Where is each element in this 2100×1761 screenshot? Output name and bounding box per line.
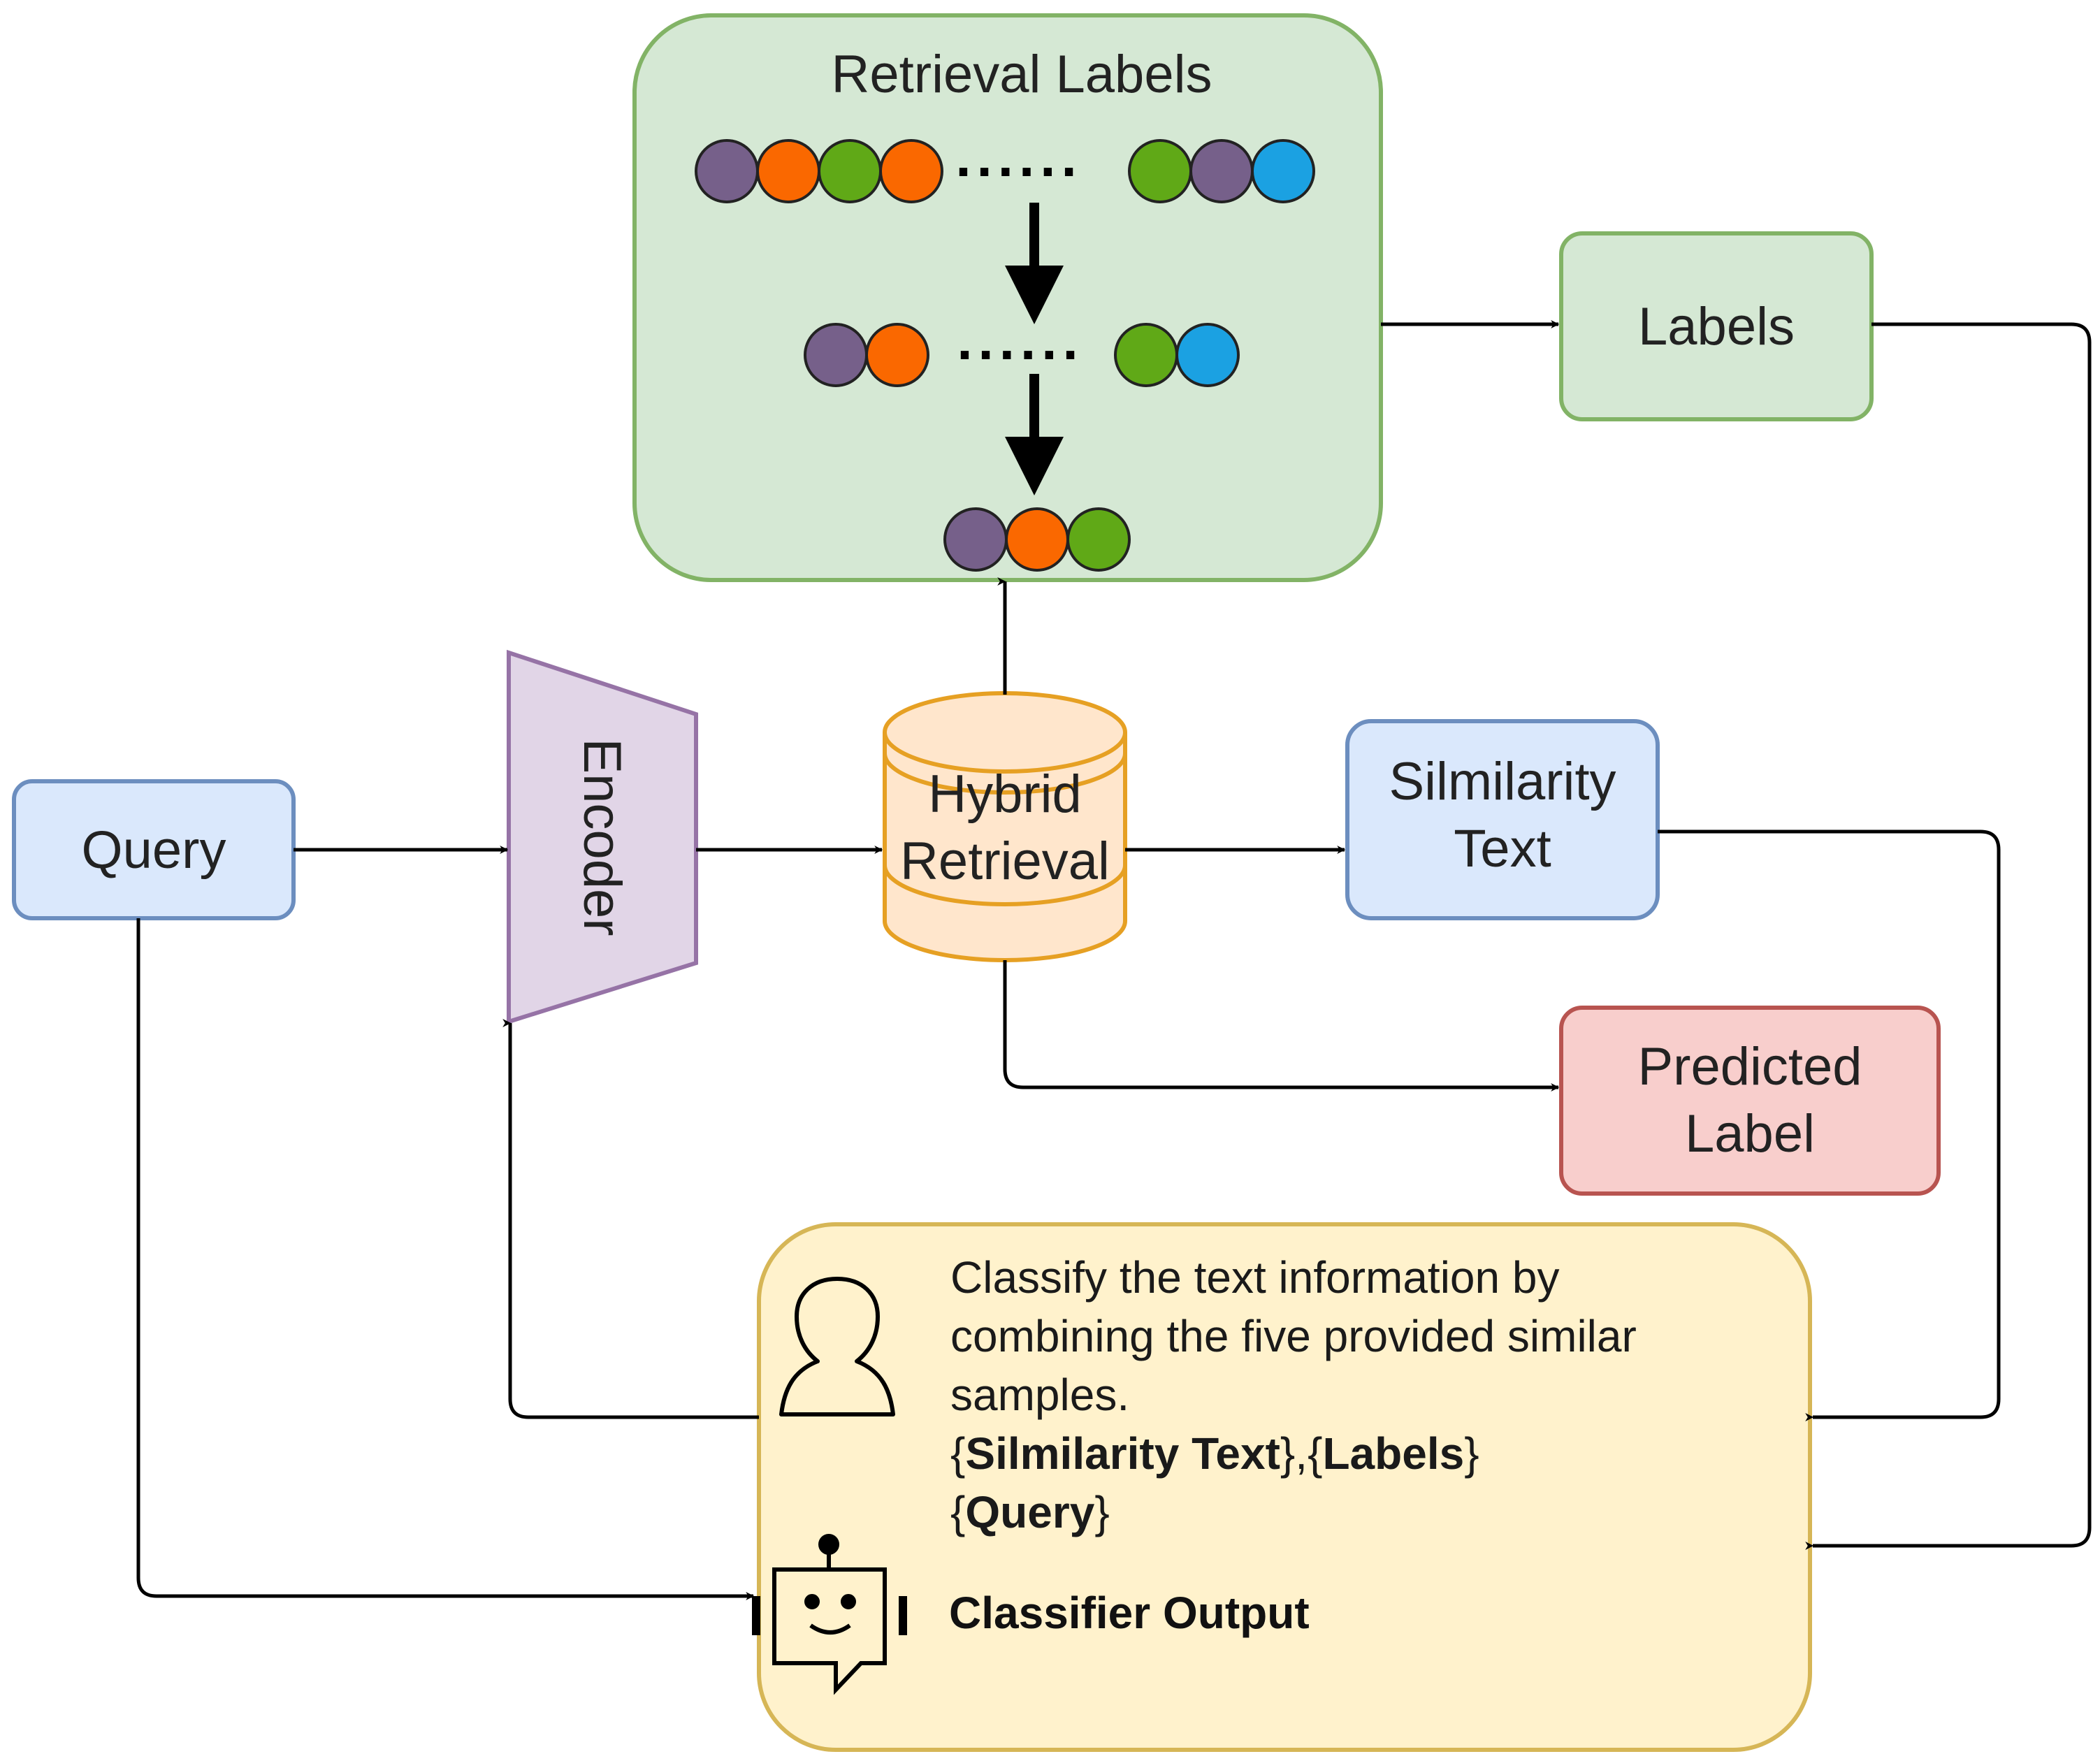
prompt-box: Classify the text information by combini… [752, 1222, 1812, 1752]
similarity-text-label: Text [1454, 819, 1551, 878]
placeholder-similarity-text: Silmilarity Text [965, 1428, 1280, 1479]
label-dot-blue [1175, 323, 1240, 387]
similarity-text-box: Silmilarity Text [1345, 719, 1660, 920]
label-dot-green [818, 139, 882, 203]
connector-prompt-encoder [502, 1019, 759, 1419]
predicted-label-label: Label [1685, 1104, 1815, 1164]
connector-similarity-prompt [1658, 829, 2001, 1421]
label-dot-orange [865, 323, 929, 387]
label-dot-row-final [943, 507, 1131, 572]
prompt-template-line: {Query} [950, 1487, 1110, 1537]
brace: } [1094, 1487, 1109, 1537]
brace: { [950, 1487, 965, 1537]
label-dot-row-filtered [804, 323, 1240, 387]
label-dot-orange [756, 139, 820, 203]
labels-box: Labels [1559, 231, 1874, 421]
person-icon [779, 1277, 895, 1416]
similarity-text-label: Silmilarity [1389, 752, 1616, 811]
filter-arrow [1005, 203, 1064, 324]
prompt-template-line: {Silmilarity Text},{Labels} [950, 1428, 1479, 1479]
prompt-line: samples. [950, 1370, 1129, 1420]
label-dot-green [1114, 323, 1178, 387]
label-dot-purple [695, 139, 759, 203]
brace: { [950, 1428, 965, 1479]
ellipsis: ...... [955, 126, 1082, 188]
robot-chat-icon [752, 1534, 907, 1695]
classifier-output-label: Classifier Output [949, 1588, 1310, 1638]
retrieval-labels-title: Retrieval Labels [832, 45, 1212, 104]
predicted-label-box: Predicted Label [1559, 1006, 1941, 1196]
label-dot-purple [943, 507, 1008, 572]
label-dot-green [1128, 139, 1192, 203]
hybrid-retrieval-label: Retrieval [900, 832, 1110, 891]
brace: },{ [1280, 1428, 1323, 1479]
encoder-block: Encoder [507, 649, 698, 1025]
predicted-label-label: Predicted [1637, 1037, 1862, 1096]
brace: } [1464, 1428, 1479, 1479]
hybrid-retrieval-label: Hybrid [928, 764, 1082, 824]
label-dot-green [1066, 507, 1131, 572]
filter-arrow [1005, 374, 1064, 495]
connector-retrieval-predicted [1003, 960, 1560, 1092]
placeholder-query: Query [965, 1487, 1094, 1537]
connectors [136, 320, 2092, 1600]
retrieval-labels-box: Retrieval Labels ...... ...... [632, 13, 1383, 582]
prompt-line: combining the five provided similar [950, 1311, 1637, 1361]
query-label: Query [82, 820, 226, 880]
connector-query-classifier [136, 918, 755, 1600]
prompt-line: Classify the text information by [950, 1252, 1559, 1303]
label-dot-blue [1251, 139, 1315, 203]
placeholder-labels: Labels [1322, 1428, 1464, 1479]
ellipsis: ...... [957, 309, 1083, 371]
label-dot-purple [1189, 139, 1254, 203]
labels-label: Labels [1638, 297, 1795, 356]
connector-labels-prompt [1805, 322, 2092, 1550]
encoder-label: Encoder [572, 738, 632, 936]
label-dot-purple [804, 323, 868, 387]
query-box: Query [12, 779, 296, 920]
label-dot-orange [879, 139, 943, 203]
hybrid-retrieval-database: Hybrid Retrieval [883, 691, 1127, 962]
label-dot-orange [1005, 507, 1069, 572]
label-dot-row-full [695, 139, 1315, 203]
